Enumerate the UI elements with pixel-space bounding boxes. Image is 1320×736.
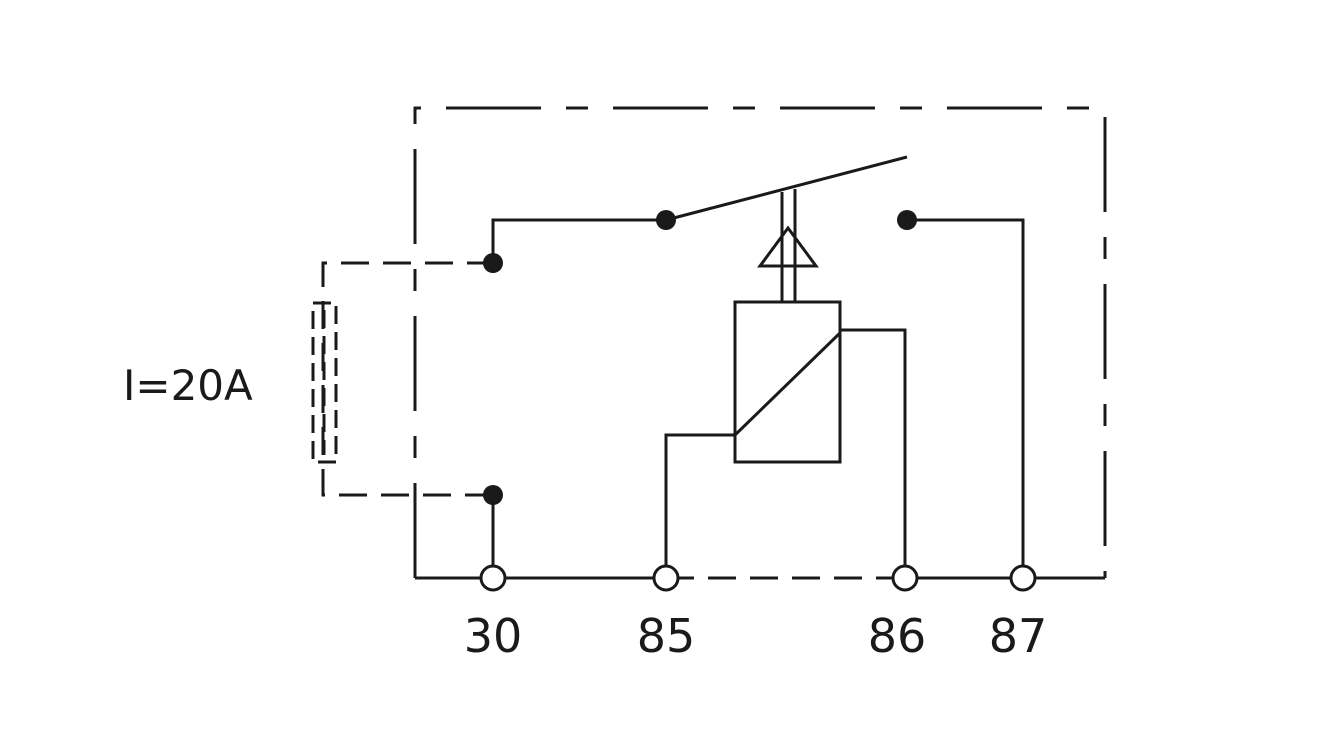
switch-contact	[665, 155, 908, 302]
fuse-rating-label: I=20A	[123, 361, 253, 410]
terminals	[479, 564, 1037, 592]
relay-coil	[733, 300, 842, 464]
terminal-label-30: 30	[464, 609, 523, 663]
wiring	[491, 218, 1025, 578]
junction-dots	[483, 210, 917, 505]
terminal-label-85: 85	[637, 609, 696, 663]
fuse	[311, 261, 493, 497]
terminal-label-86: 86	[868, 609, 927, 663]
relay-housing-boundary	[413, 106, 1107, 580]
terminal-label-87: 87	[989, 609, 1048, 663]
